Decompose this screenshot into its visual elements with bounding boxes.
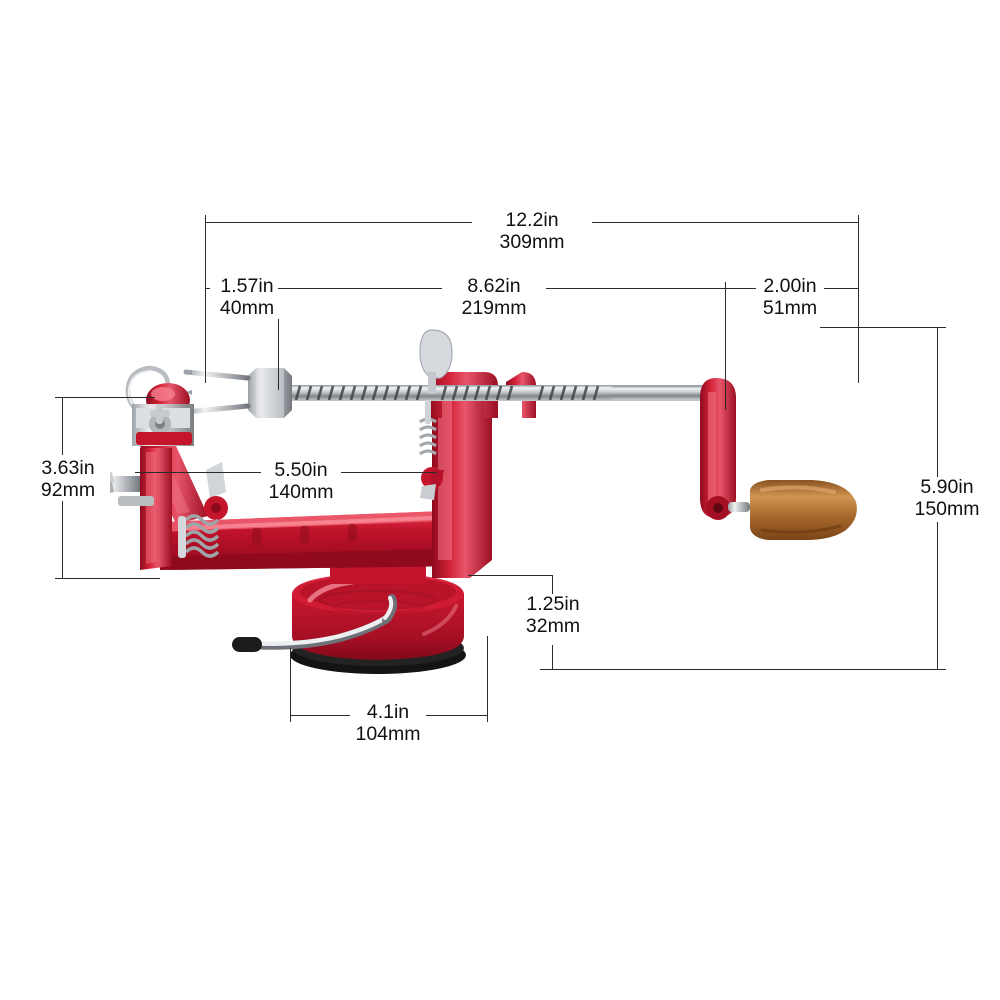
base-diameter-extension-left: [290, 648, 291, 722]
overall-height-dimension-line-lower: [937, 522, 938, 669]
fork-offset-label: 1.57in 40mm: [210, 275, 284, 319]
base-diameter-dimension-line-left: [290, 715, 356, 716]
overall-height-extension-bottom: [540, 669, 946, 670]
crank-throw-dimension-line-left: [725, 288, 757, 289]
body-length-label: 8.62in 219mm: [442, 275, 546, 319]
blade-height-dimension-line-lower: [62, 500, 63, 578]
crank-throw-label: 2.00in 51mm: [756, 275, 824, 319]
overall-length-label: 12.2in 309mm: [472, 209, 592, 253]
blade-height-dimension-line-upper: [62, 397, 63, 455]
base-height-dimension-line-upper: [552, 575, 553, 594]
shaft-span-dimension-line-left: [135, 472, 262, 473]
overall-height-extension-top: [820, 327, 946, 328]
base-diameter-label: 4.1in 104mm: [350, 701, 426, 745]
base-diameter-dimension-line-right: [416, 715, 487, 716]
base-height-extension-top: [468, 575, 553, 576]
shaft-span-label: 5.50in 140mm: [261, 459, 341, 503]
base-diameter-extension-right: [487, 636, 488, 722]
shaft-span-dimension-line-right: [340, 472, 437, 473]
body-length-dimension-line-left: [278, 288, 448, 289]
blade-height-extension-bottom: [55, 578, 160, 579]
overall-height-dimension-line-upper: [937, 327, 938, 477]
blade-height-label: 3.63in 92mm: [26, 457, 110, 501]
blade-height-extension-top: [55, 397, 155, 398]
crank-throw-dimension-line-right: [820, 288, 858, 289]
fork-offset-extension-right: [278, 282, 279, 390]
overall-length-extension-right: [858, 215, 859, 383]
base-height-label: 1.25in 32mm: [514, 593, 592, 637]
overall-height-label: 5.90in 150mm: [901, 476, 993, 520]
body-length-dimension-line-right: [540, 288, 725, 289]
base-height-dimension-line-lower: [552, 645, 553, 669]
overall-length-extension-left: [205, 215, 206, 383]
body-length-extension-right: [725, 282, 726, 410]
